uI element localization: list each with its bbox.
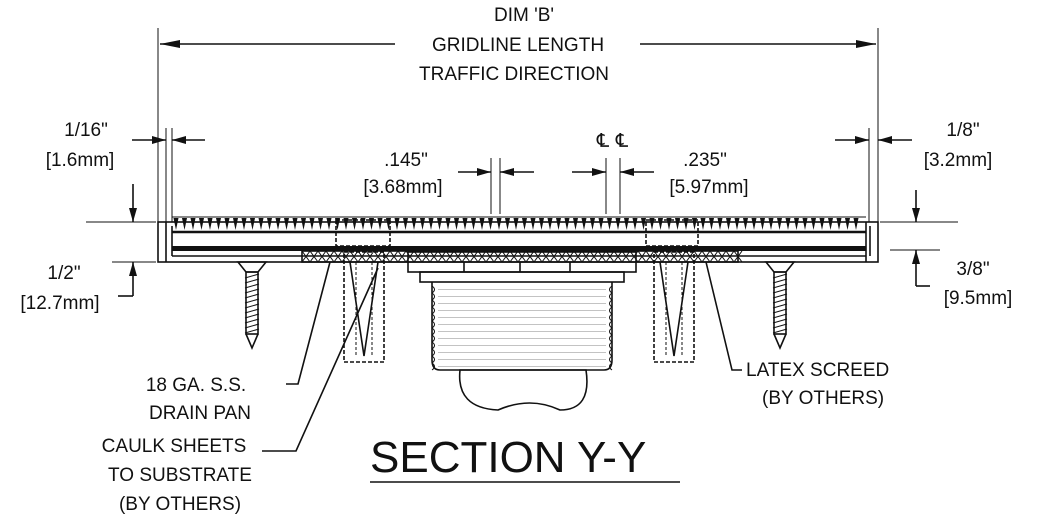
dim-b-label: DIM 'B' — [494, 5, 554, 26]
drain-outlet — [407, 251, 637, 411]
left-height-imperial: 1/2" — [47, 263, 80, 284]
right-gap-imperial: 1/8" — [946, 120, 979, 141]
bar-spacing-metric: [5.97mm] — [669, 177, 748, 198]
bar-spacing-imperial: .235" — [683, 150, 727, 171]
right-gap-metric: [3.2mm] — [924, 150, 993, 171]
left-height-dimension: 1/2" [12.7mm] — [20, 184, 156, 314]
latex-screed-hatch — [301, 250, 743, 263]
right-height-imperial: 3/8" — [956, 259, 989, 280]
bar-spacing-dimension: ℄ ℄ .235" [5.97mm] — [572, 131, 749, 214]
left-gap-imperial: 1/16" — [64, 120, 108, 141]
right-gap-dimension: 1/8" [3.2mm] — [835, 120, 992, 222]
grate-bars — [172, 216, 866, 230]
screed-callout: LATEX SCREED (BY OTHERS) — [705, 261, 889, 409]
drain-pan-section — [157, 216, 879, 263]
traffic-direction-label: TRAFFIC DIRECTION — [419, 64, 609, 85]
dim-b-dimension: DIM 'B' GRIDLINE LENGTH TRAFFIC DIRECTIO… — [157, 5, 879, 222]
caulk-line1: CAULK SHEETS — [102, 436, 247, 457]
anchor-left — [343, 251, 385, 363]
right-height-dimension: 3/8" [9.5mm] — [880, 190, 1012, 309]
bar-width-imperial: .145" — [384, 150, 428, 171]
right-height-metric: [9.5mm] — [944, 288, 1013, 309]
caulk-line2: TO SUBSTRATE — [108, 465, 252, 486]
screed-line2: (BY OTHERS) — [762, 388, 884, 409]
caulk-line3: (BY OTHERS) — [119, 494, 241, 515]
screed-line1: LATEX SCREED — [746, 360, 889, 381]
left-height-metric: [12.7mm] — [20, 293, 99, 314]
drain-pan-callout: 18 GA. S.S. DRAIN PAN — [146, 261, 331, 424]
drain-pan-line1: 18 GA. S.S. — [146, 375, 246, 396]
drain-pan-line2: DRAIN PAN — [149, 403, 251, 424]
centerline-left-symbol: ℄ — [596, 131, 610, 152]
bar-width-dimension: .145" [3.68mm] — [363, 150, 534, 214]
bar-width-metric: [3.68mm] — [363, 177, 442, 198]
section-title-text: SECTION Y-Y — [370, 433, 646, 482]
anchor-right — [653, 251, 695, 363]
screw-left — [236, 261, 268, 351]
screw-right — [764, 261, 796, 351]
left-gap-metric: [1.6mm] — [46, 150, 115, 171]
centerline-right-symbol: ℄ — [615, 131, 629, 152]
gridline-length-label: GRIDLINE LENGTH — [432, 35, 604, 56]
outlet-threads — [431, 282, 613, 371]
left-gap-dimension: 1/16" [1.6mm] — [46, 120, 205, 222]
section-title: SECTION Y-Y — [370, 433, 680, 483]
caulk-callout: CAULK SHEETS TO SUBSTRATE (BY OTHERS) — [102, 267, 379, 515]
